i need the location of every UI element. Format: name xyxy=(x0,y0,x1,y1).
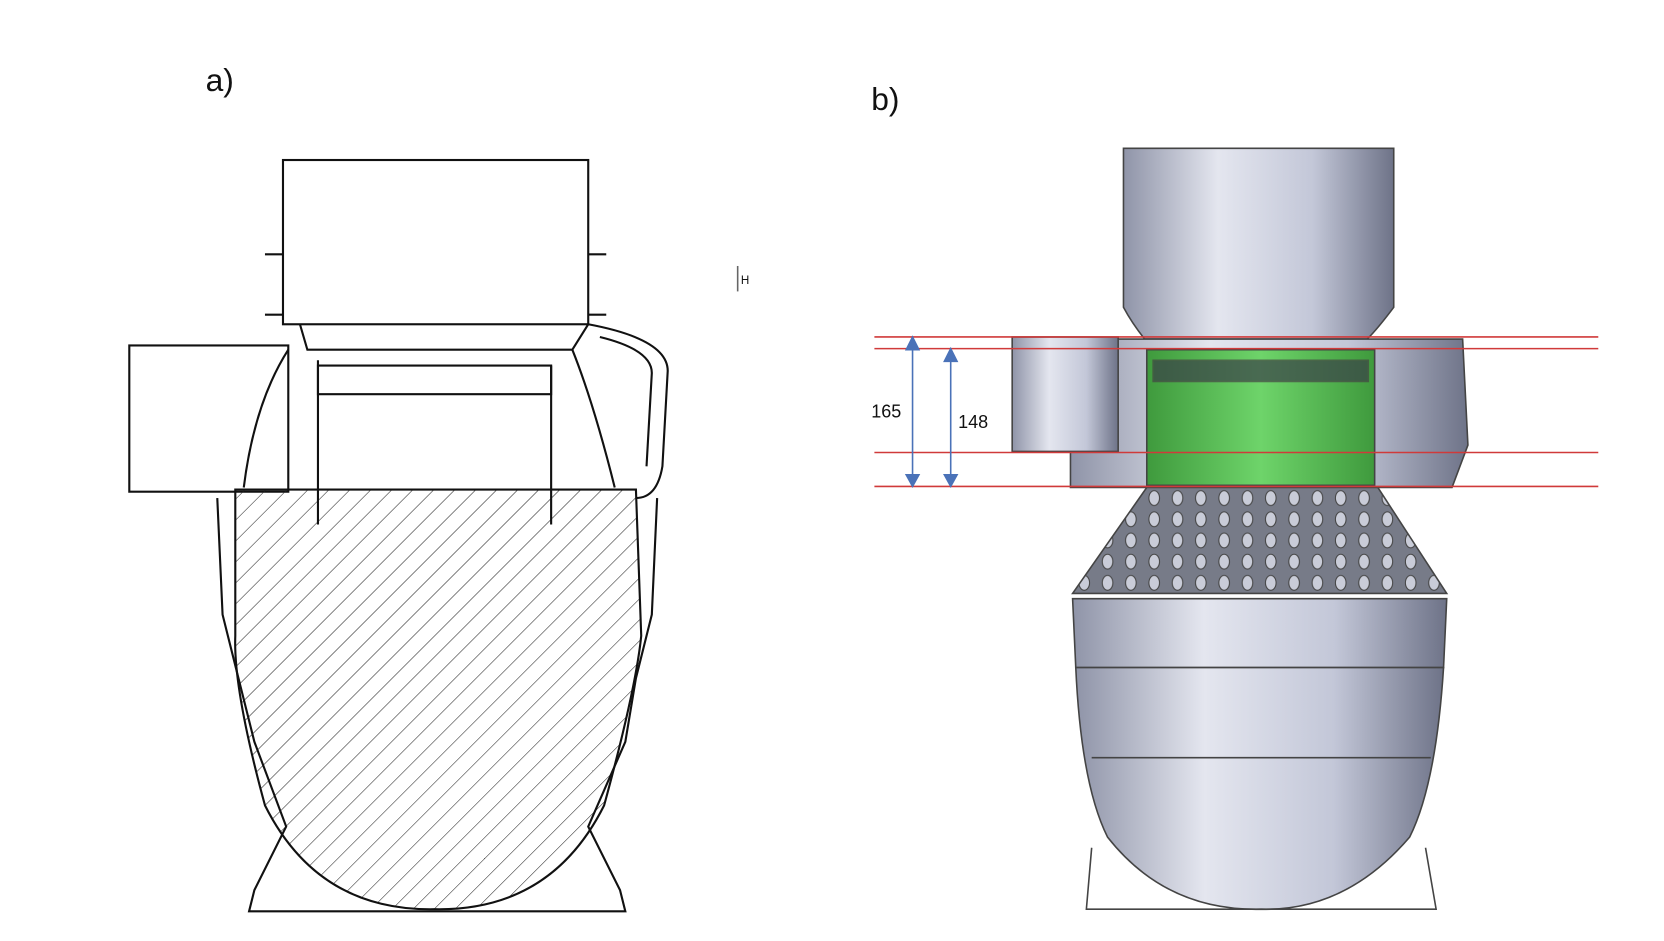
dimension-148 xyxy=(943,346,959,489)
height-marker: H xyxy=(736,265,749,292)
dimension-165 xyxy=(904,335,921,489)
dimension-148-label: 148 xyxy=(958,412,988,432)
section-drawing xyxy=(128,158,669,913)
rendered-model xyxy=(1011,147,1469,911)
panel-b-label: b) xyxy=(871,81,899,117)
panel-a: a) H xyxy=(128,62,749,913)
guide-lines xyxy=(874,336,1599,488)
dimension-165-label: 165 xyxy=(871,402,901,422)
panel-a-label: a) xyxy=(206,62,234,98)
panel-b: b) 165 148 xyxy=(871,81,1599,911)
height-marker-label: H xyxy=(741,274,749,287)
